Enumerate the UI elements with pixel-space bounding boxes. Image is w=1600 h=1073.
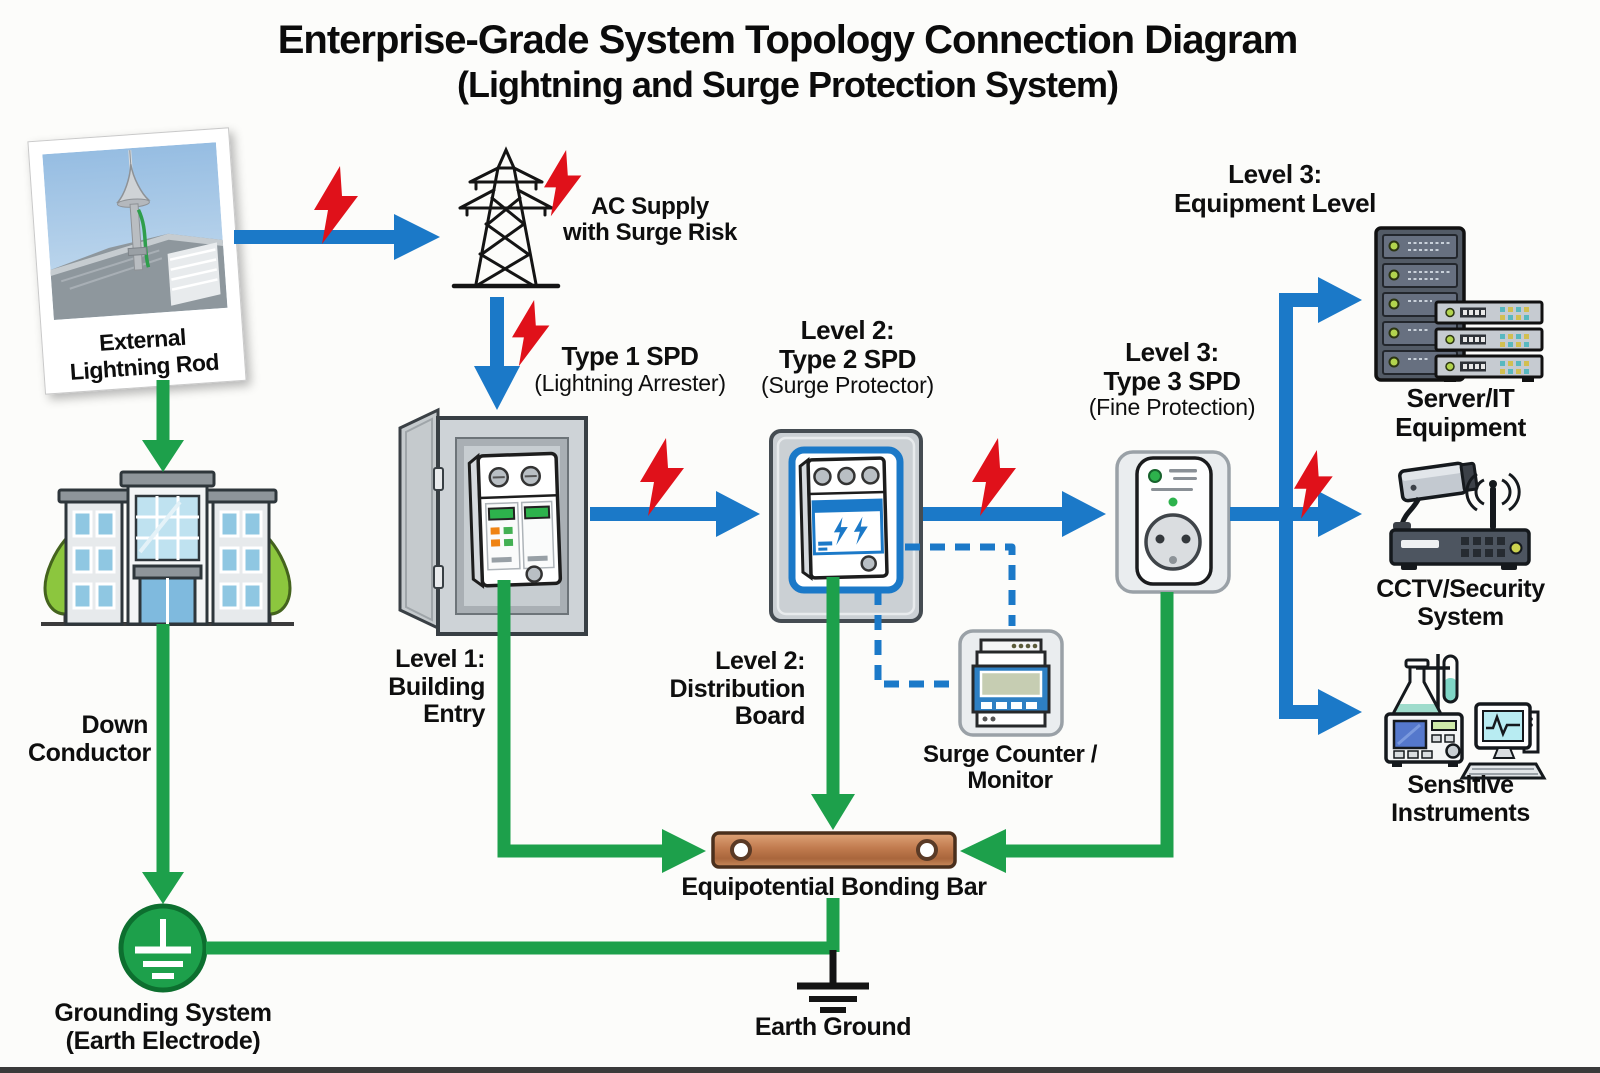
- cctv-label-text: CCTV/Security System: [1376, 575, 1545, 631]
- surge-counter-icon: [958, 629, 1064, 737]
- camera: [1398, 461, 1479, 503]
- photo-caption-line2: Lightning Rod: [69, 348, 220, 386]
- level2-label: Level 2: Distribution Board: [655, 647, 806, 731]
- title-line2: (Lightning and Surge Protection System): [456, 64, 1119, 105]
- bonding-bar-icon: [711, 831, 957, 869]
- bottom-edge-strip: [0, 1067, 1600, 1073]
- bolt-icon-5: [972, 438, 1016, 516]
- grounding-electrode-icon: [118, 903, 208, 993]
- earth-ground-label: Earth Ground: [742, 1013, 924, 1042]
- equipment-level-label: Level 3: Equipment Level: [1165, 160, 1385, 217]
- equipment-level-line2: Equipment Level: [1173, 187, 1377, 218]
- level1-line2: Building: [388, 672, 485, 701]
- type2-subtitle: (Surge Protector): [761, 372, 934, 399]
- type2-spd-panel: [769, 429, 923, 623]
- server-label-text: Server/IT Equipment: [1395, 383, 1526, 442]
- cctv-label: CCTV/Security System: [1338, 575, 1583, 631]
- lightning-rod-photo: External Lightning Rod: [27, 127, 247, 395]
- level1-line3: Entry: [423, 700, 485, 728]
- surge-counter-line2: Monitor: [967, 767, 1053, 795]
- type2-spd-device: [798, 456, 889, 581]
- type1-subtitle: (Lightning Arrester): [534, 369, 726, 396]
- level2-line1: Level 2:: [715, 647, 805, 675]
- bonding-bar-label: Equipotential Bonding Bar: [658, 873, 1010, 902]
- type2-title-line2: Type 2 SPD: [778, 343, 917, 374]
- title-line1: Enterprise-Grade System Topology Connect…: [277, 18, 1299, 62]
- bolt-icon-4: [640, 438, 684, 516]
- ac-supply-label: AC Supply with Surge Risk: [540, 193, 760, 247]
- earth-ground-label-text: Earth Ground: [754, 1013, 912, 1041]
- page-title: Enterprise-Grade System Topology Connect…: [0, 16, 1575, 105]
- instruments-label: Sensitive Instruments: [1338, 771, 1583, 827]
- surge-counter-label: Surge Counter / Monitor: [900, 741, 1120, 795]
- earth-ground-symbol: [797, 950, 869, 1013]
- grounding-label: Grounding System (Earth Electrode): [38, 999, 288, 1055]
- cctv-icon: [1389, 461, 1531, 570]
- type1-spd-enclosure: [398, 407, 588, 636]
- type3-title-line2: Type 3 SPD: [1103, 365, 1241, 396]
- lightning-rod-image: [42, 142, 228, 320]
- bolt-icon-6: [1294, 450, 1333, 519]
- instruments-label-text: Sensitive Instruments: [1391, 771, 1530, 827]
- level1-label: Level 1: Building Entry: [345, 645, 485, 729]
- ac-supply-line1: AC Supply: [591, 193, 709, 220]
- type3-subtitle: (Fine Protection): [1088, 394, 1256, 421]
- level2-line2: Distribution: [669, 674, 806, 703]
- building-icon: [41, 470, 294, 626]
- level2-line3: Board: [734, 702, 806, 730]
- type1-spd-device: [467, 451, 563, 589]
- bonding-bar-label-text: Equipotential Bonding Bar: [681, 873, 987, 901]
- instruments-icon: [1384, 654, 1547, 780]
- type2-title-line1: Level 2:: [800, 315, 895, 345]
- type3-spd-title: Level 3: Type 3 SPD (Fine Protection): [1062, 338, 1282, 420]
- surge-counter-line1: Surge Counter /: [922, 741, 1097, 768]
- type2-spd-title: Level 2: Type 2 SPD (Surge Protector): [745, 316, 950, 398]
- down-conductor-line1: Down: [81, 711, 149, 739]
- grounding-line1: Grounding System: [54, 999, 272, 1027]
- down-conductor-label: Down Conductor: [28, 711, 151, 767]
- level1-line1: Level 1:: [395, 645, 485, 673]
- type1-spd-title: Type 1 SPD (Lightning Arrester): [505, 342, 755, 396]
- type1-title: Type 1 SPD: [561, 341, 699, 371]
- ac-supply-line2: with Surge Risk: [562, 219, 738, 247]
- server-rack-icon: [1374, 226, 1544, 382]
- down-conductor-line2: Conductor: [28, 738, 151, 767]
- rack-units: [1434, 300, 1544, 382]
- equipment-level-line1: Level 3:: [1228, 159, 1322, 189]
- bolt-icon-1: [314, 166, 358, 244]
- server-label: Server/IT Equipment: [1338, 384, 1583, 441]
- type3-spd-plug: [1115, 450, 1231, 594]
- grounding-line2: (Earth Electrode): [65, 1026, 261, 1055]
- type3-title-line1: Level 3:: [1125, 337, 1219, 367]
- photo-caption: External Lightning Rod: [48, 320, 239, 387]
- transmission-tower-icon: [451, 146, 561, 289]
